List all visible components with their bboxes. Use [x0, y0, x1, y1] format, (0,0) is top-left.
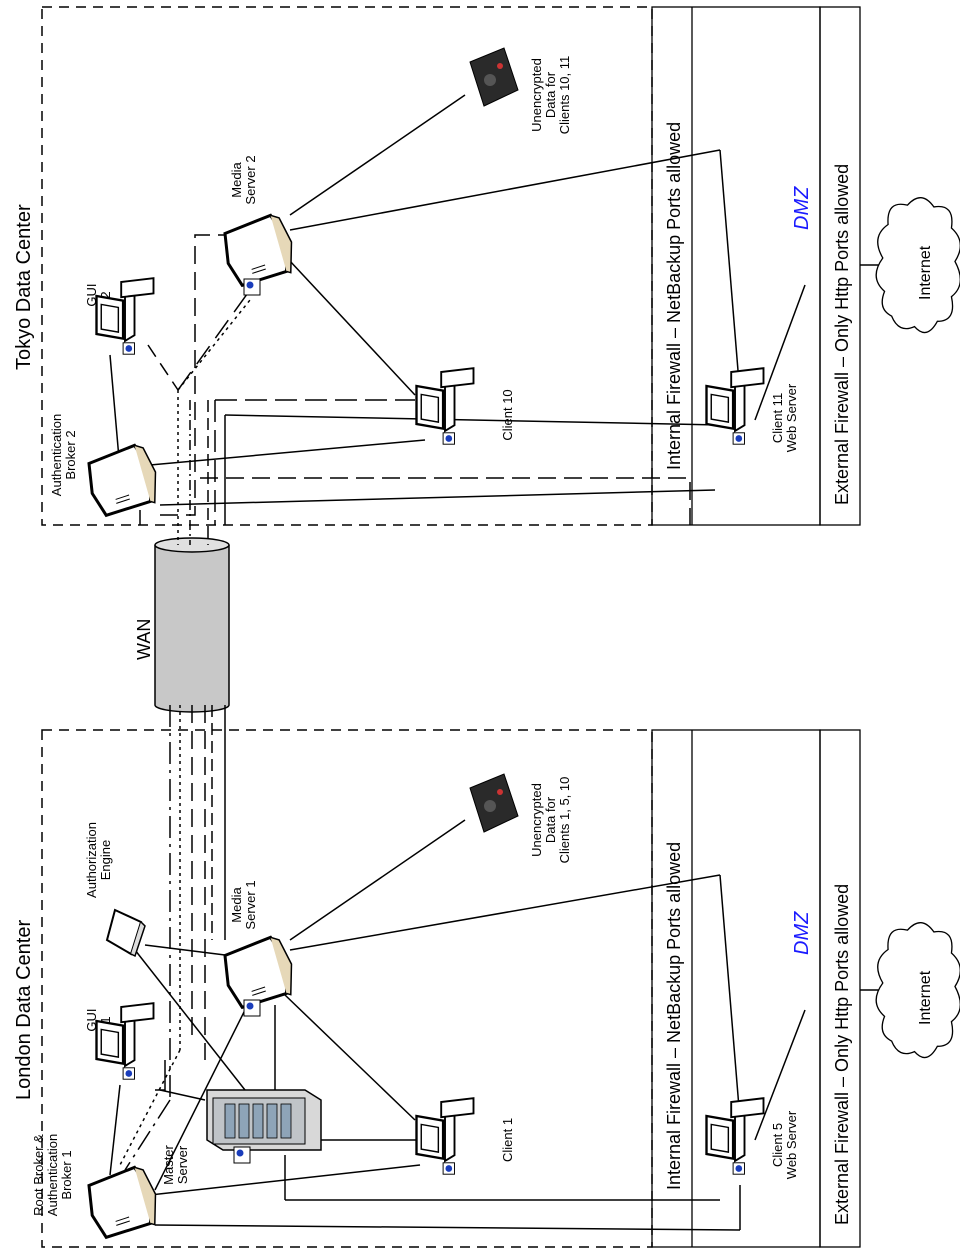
- label-media-server-2: MediaServer 2: [229, 155, 258, 204]
- label-root-broker: Root Broker &AuthenticationBroker 1: [31, 1134, 74, 1216]
- label-line: Clients 1, 5, 10: [557, 777, 572, 864]
- london-title: London Data Center: [13, 920, 35, 1100]
- root-broker-icon[interactable]: [83, 1163, 163, 1241]
- tokyo-external-firewall-label: External Firewall – Only Http Ports allo…: [832, 164, 852, 505]
- london-dmz-label: DMZ: [791, 911, 813, 955]
- client-5-icon[interactable]: [705, 1097, 765, 1176]
- label-line: Server 1: [243, 880, 258, 929]
- label-authorization-engine: AuthorizationEngine: [84, 822, 113, 898]
- master-server-icon[interactable]: [206, 1089, 322, 1151]
- gui-1-icon[interactable]: [95, 1002, 155, 1081]
- label-line: Media: [229, 162, 244, 198]
- label-line: Client 5: [770, 1123, 785, 1167]
- label-line: Client 1: [500, 1118, 515, 1162]
- label-line: Data for: [543, 71, 558, 118]
- label-client-1: Client 1: [500, 1118, 515, 1162]
- label-client-5: Client 5Web Server: [770, 1110, 799, 1179]
- tokyo-title: Tokyo Data Center: [13, 204, 35, 370]
- tokyo-internet-label: Internet: [917, 245, 934, 300]
- label-client-10: Client 10: [500, 389, 515, 440]
- media-server-1-icon[interactable]: [219, 933, 299, 1011]
- london-links: [109, 705, 895, 1231]
- label-line: Root Broker &: [31, 1134, 46, 1216]
- label-gui-2: GUI2: [84, 283, 113, 306]
- label-auth-broker-2: AuthenticationBroker 2: [49, 414, 78, 496]
- london-internet-label: Internet: [917, 970, 934, 1025]
- media-server-2-icon[interactable]: [219, 211, 299, 289]
- authorization-engine-icon[interactable]: [105, 908, 146, 958]
- tokyo-links: [109, 94, 895, 545]
- client-11-icon[interactable]: [705, 367, 765, 446]
- label-line: Authentication: [45, 1134, 60, 1216]
- media-server-2-badge-icon: [243, 278, 261, 296]
- label-tape-tokyo: UnencryptedData forClients 10, 11: [529, 56, 572, 135]
- tokyo-dmz-label: DMZ: [791, 186, 813, 230]
- auth-broker-2-icon[interactable]: [83, 441, 163, 519]
- client-10-icon[interactable]: [415, 367, 475, 446]
- label-line: Authorization: [84, 822, 99, 898]
- label-line: GUI: [84, 1008, 99, 1031]
- wan-label: WAN: [134, 619, 154, 660]
- label-line: Unencrypted: [529, 58, 544, 132]
- label-line: 2: [98, 291, 113, 298]
- label-line: Data for: [543, 796, 558, 843]
- label-line: Master: [161, 1144, 176, 1184]
- label-line: Web Server: [784, 1110, 799, 1179]
- label-master-server: MasterServer: [161, 1144, 190, 1184]
- label-line: 1: [98, 1016, 113, 1023]
- label-line: GUI: [84, 283, 99, 306]
- label-gui-1: GUI1: [84, 1008, 113, 1031]
- tokyo-internal-firewall-label: Internal Firewall – NetBackup Ports allo…: [664, 122, 684, 470]
- gui-2-icon[interactable]: [95, 277, 155, 356]
- london-external-firewall-label: External Firewall – Only Http Ports allo…: [832, 884, 852, 1225]
- label-line: Server: [175, 1145, 190, 1184]
- master-server-badge-icon: [233, 1146, 251, 1164]
- label-line: Web Server: [784, 383, 799, 452]
- label-line: Authentication: [49, 414, 64, 496]
- label-media-server-1: MediaServer 1: [229, 880, 258, 929]
- label-line: Clients 10, 11: [557, 56, 572, 135]
- label-line: Client 11: [770, 393, 785, 443]
- wan-cylinder: [154, 537, 230, 713]
- label-tape-london: UnencryptedData forClients 1, 5, 10: [529, 777, 572, 864]
- label-line: Broker 2: [63, 430, 78, 479]
- label-line: Server 2: [243, 155, 258, 204]
- label-line: Client 10: [500, 389, 515, 440]
- label-line: Broker 1: [59, 1150, 74, 1199]
- london-internal-firewall-label: Internal Firewall – NetBackup Ports allo…: [664, 842, 684, 1190]
- label-line: Media: [229, 887, 244, 923]
- label-line: Engine: [98, 840, 113, 880]
- label-client-11: Client 11Web Server: [770, 383, 799, 452]
- tape-library-tokyo-icon: [469, 47, 519, 107]
- client-1-icon[interactable]: [415, 1097, 475, 1176]
- tape-library-london-icon: [469, 773, 519, 833]
- label-line: Unencrypted: [529, 783, 544, 857]
- media-server-1-badge-icon: [243, 999, 261, 1017]
